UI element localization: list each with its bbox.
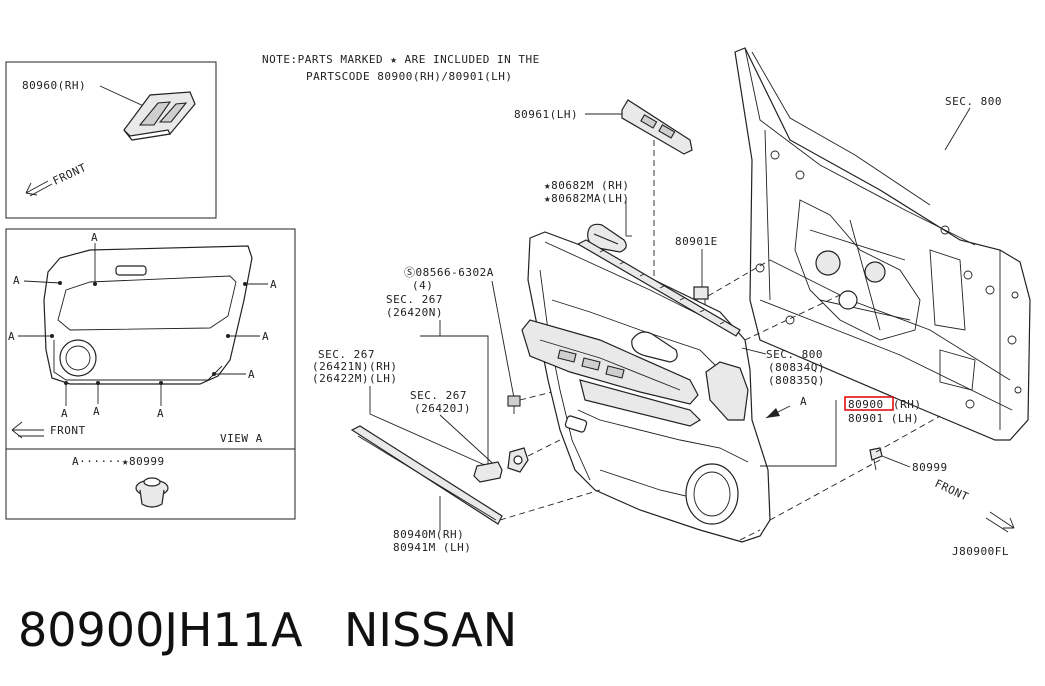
- power-window-switch: [123, 91, 196, 141]
- diagram-code: J80900FL: [952, 545, 1009, 558]
- part-80901e-label: 80901E: [675, 235, 718, 248]
- marker-a-4: A: [8, 330, 15, 343]
- clip-leaders: [18, 243, 268, 406]
- sec-800-top-label: SEC. 800: [945, 95, 1002, 108]
- note-line-2: PARTSCODE 80900(RH)/80901(LH): [306, 70, 513, 83]
- garnish-strip-80940m: [350, 425, 503, 525]
- marker-a-8: A: [93, 405, 100, 418]
- marker-a-1: A: [91, 231, 98, 244]
- view-a-title: VIEW A: [220, 432, 263, 445]
- trim-outline-view-a: [43, 245, 253, 385]
- screw-label: Ⓢ08566-6302A: [404, 266, 494, 279]
- inset-view-a: A A A A A A A A A FRONT VIEW A A······★8…: [5, 228, 296, 520]
- note-line-1: NOTE:PARTS MARKED ★ ARE INCLUDED IN THE: [262, 53, 540, 66]
- push-clip: [135, 477, 169, 508]
- part-80900-label: 80900: [848, 398, 884, 411]
- part-80682m-label: ★80682M (RH): [544, 179, 629, 192]
- part-80961-label: 80961(LH): [514, 108, 578, 121]
- sec-267-c-label: SEC. 267: [410, 389, 467, 402]
- front-arrow-inset-1: FRONT: [25, 161, 89, 197]
- sec-267-a-label: SEC. 267: [386, 293, 443, 306]
- view-a-arrow-label: A: [800, 395, 807, 408]
- door-trim: [521, 231, 771, 543]
- switch-bezel-80961: [621, 99, 693, 155]
- part-80682ma-label: ★80682MA(LH): [544, 192, 629, 205]
- part-80940m-label: 80940M(RH): [393, 528, 464, 541]
- front-label-inset-1: FRONT: [51, 161, 89, 188]
- front-label-main: FRONT: [933, 477, 971, 504]
- view-a-markers: A A A A A A A A A: [8, 231, 277, 420]
- marker-a-3: A: [270, 278, 277, 291]
- part-80901-label: 80901 (LH): [848, 412, 919, 425]
- sec-800-mid-code-1: (80834Q): [768, 361, 825, 374]
- part-80941m-label: 80941M (LH): [393, 541, 471, 554]
- screw-qty-label: (4): [412, 279, 433, 292]
- marker-a-9: A: [157, 407, 164, 420]
- sec-267-b-code-1: (26421N)(RH): [312, 360, 397, 373]
- inset-view-frame: [5, 228, 296, 520]
- sec-267-b-label: SEC. 267: [318, 348, 375, 361]
- weatherstrip: [576, 239, 741, 337]
- view-a-arrow: A: [765, 395, 807, 419]
- inset-clip-label: A······★80999: [72, 455, 165, 468]
- clip-80999: [869, 447, 883, 471]
- sec-800-mid-label: SEC. 800: [766, 348, 823, 361]
- marker-a-5: A: [262, 330, 269, 343]
- clip-80901e: [693, 286, 709, 306]
- inset-switch-part-label: 80960(RH): [22, 79, 86, 92]
- inset-switch: 80960(RH) FRONT: [5, 61, 217, 219]
- front-label-inset-2: FRONT: [50, 424, 86, 437]
- inner-handle-bracket: [507, 447, 529, 473]
- marker-a-6: A: [248, 368, 255, 381]
- door-inner-panel: [734, 47, 1031, 441]
- front-arrow-main: FRONT: [933, 477, 1015, 533]
- part-80999-label: 80999: [912, 461, 948, 474]
- part-80900-side: (RH): [893, 398, 922, 411]
- front-arrow-inset-2: FRONT: [11, 421, 86, 439]
- marker-a-7: A: [61, 407, 68, 420]
- sec-267-b-code-2: (26422M)(LH): [312, 372, 397, 385]
- screw: [507, 395, 521, 414]
- sec-267-a-code: (26420N): [386, 306, 443, 319]
- inset-switch-frame: [5, 61, 217, 219]
- marker-a-2: A: [13, 274, 20, 287]
- sec-800-mid-code-2: (80835Q): [768, 374, 825, 387]
- tweeter: [473, 461, 503, 483]
- sec-267-c-code: (26420J): [414, 402, 471, 415]
- caption-part-number: 80900JH11A: [18, 603, 303, 657]
- part-80900-highlight: [844, 396, 894, 411]
- caption-brand: NISSAN: [344, 603, 517, 657]
